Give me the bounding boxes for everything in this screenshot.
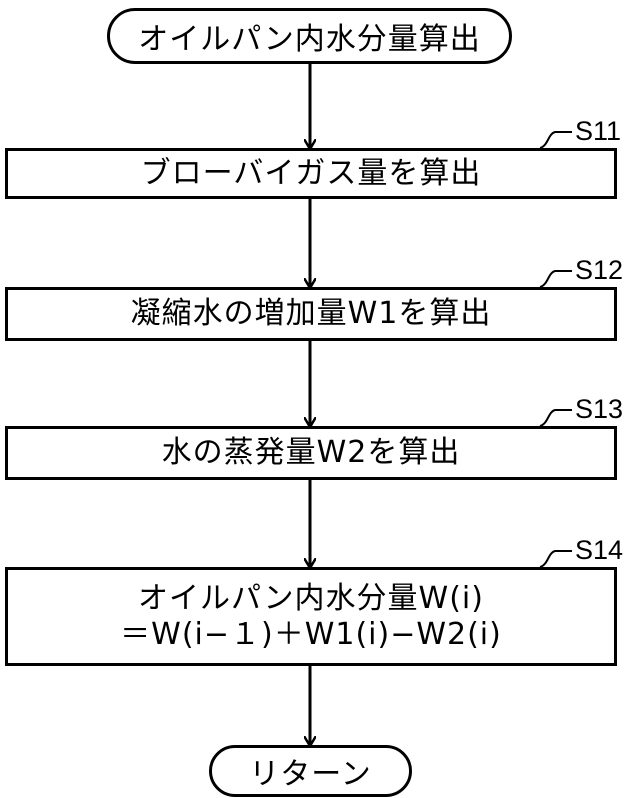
end-terminal: リターン — [209, 745, 412, 797]
step-label-s11: S11 — [575, 116, 622, 146]
start-label: オイルパン内水分量算出 — [138, 22, 481, 57]
process-text-s12: 凝縮水の増加量W1を算出 — [130, 296, 492, 331]
end-label: リターン — [249, 757, 372, 792]
leader-s14 — [539, 550, 572, 568]
process-box-s14: オイルパン内水分量W(i) ＝W(i−１)＋W1(i)−W2(i) — [5, 567, 617, 666]
process-box-s11: ブローバイガス量を算出 — [5, 148, 617, 199]
step-label-s14: S14 — [575, 535, 624, 565]
start-terminal: オイルパン内水分量算出 — [107, 8, 512, 64]
process-box-s13: 水の蒸発量W2を算出 — [5, 426, 617, 480]
process-text-s14-line1: オイルパン内水分量W(i) — [138, 580, 484, 616]
process-box-s12: 凝縮水の増加量W1を算出 — [5, 287, 617, 341]
step-label-s12: S12 — [575, 255, 624, 285]
leader-s11 — [539, 131, 572, 149]
leader-s13 — [539, 409, 572, 427]
process-text-s11: ブローバイガス量を算出 — [140, 155, 482, 191]
process-text-s13: 水の蒸発量W2を算出 — [161, 435, 461, 470]
step-label-s13: S13 — [575, 394, 624, 424]
leader-s12 — [539, 270, 572, 288]
process-text-s14-line2: ＝W(i−１)＋W1(i)−W2(i) — [120, 616, 502, 652]
